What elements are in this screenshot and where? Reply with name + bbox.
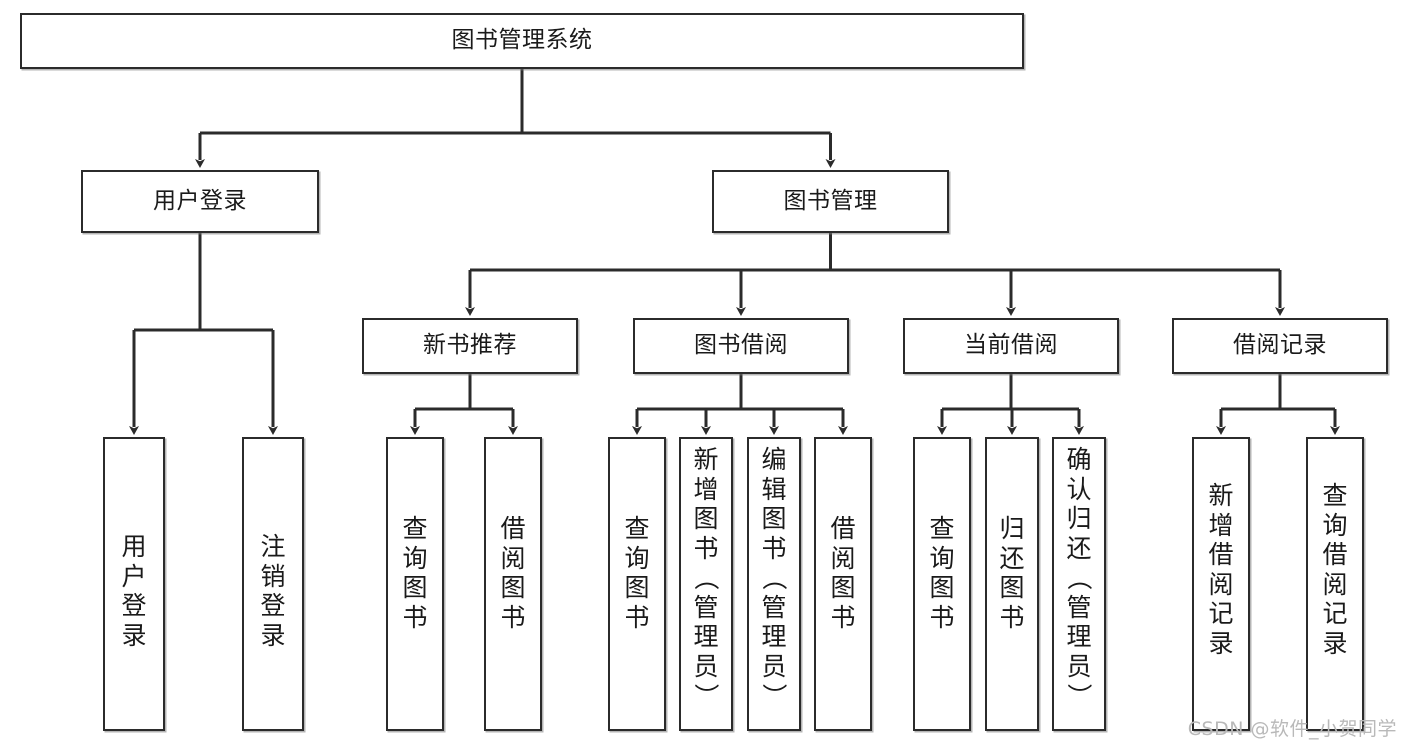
node-label-user-login: 用户登录 [153,187,247,214]
node-label-leaf-query-book-1: 查询图书 [402,514,428,632]
node-label-leaf-logout: 注销登录 [260,532,286,650]
node-borrow-record[interactable]: 借阅记录 [1172,318,1388,374]
node-new-book-recommend[interactable]: 新书推荐 [362,318,578,374]
node-leaf-confirm-return[interactable]: 确认归还（管理员） [1052,437,1106,731]
node-label-leaf-confirm-return: 确认归还（管理员） [1064,445,1094,709]
csdn-watermark: CSDN @软件_小贺同学 [1187,718,1397,740]
node-leaf-logout[interactable]: 注销登录 [242,437,304,731]
node-label-new-book-recommend: 新书推荐 [423,332,517,359]
node-label-book-borrow: 图书借阅 [694,332,788,359]
node-leaf-add-record[interactable]: 新增借阅记录 [1192,437,1250,731]
node-label-leaf-return-book: 归还图书 [999,514,1025,632]
node-user-login[interactable]: 用户登录 [81,170,319,233]
node-leaf-borrow-book-1[interactable]: 借阅图书 [484,437,542,731]
node-label-current-borrow: 当前借阅 [964,332,1058,359]
node-label-leaf-query-book-3: 查询图书 [929,514,955,632]
node-book-borrow[interactable]: 图书借阅 [633,318,849,374]
node-leaf-query-book-2[interactable]: 查询图书 [608,437,666,731]
node-label-leaf-borrow-book-2: 借阅图书 [830,514,856,632]
node-label-leaf-add-book: 新增图书（管理员） [691,445,721,709]
node-current-borrow[interactable]: 当前借阅 [903,318,1119,374]
node-label-leaf-user-login: 用户登录 [121,532,147,650]
node-leaf-borrow-book-2[interactable]: 借阅图书 [814,437,872,731]
node-leaf-query-book-3[interactable]: 查询图书 [913,437,971,731]
node-label-leaf-add-record: 新增借阅记录 [1208,481,1234,658]
node-leaf-add-book[interactable]: 新增图书（管理员） [679,437,733,731]
node-label-leaf-query-record: 查询借阅记录 [1322,481,1348,658]
node-label-leaf-edit-book: 编辑图书（管理员） [759,445,789,709]
node-leaf-user-login[interactable]: 用户登录 [103,437,165,731]
node-label-borrow-record: 借阅记录 [1233,332,1327,359]
node-leaf-edit-book[interactable]: 编辑图书（管理员） [747,437,801,731]
node-book-manage[interactable]: 图书管理 [712,170,949,233]
node-label-root: 图书管理系统 [451,27,593,54]
node-leaf-return-book[interactable]: 归还图书 [985,437,1039,731]
node-label-leaf-borrow-book-1: 借阅图书 [500,514,526,632]
node-label-leaf-query-book-2: 查询图书 [624,514,650,632]
node-label-book-manage: 图书管理 [783,187,878,214]
node-root[interactable]: 图书管理系统 [20,13,1024,69]
node-leaf-query-book-1[interactable]: 查询图书 [386,437,444,731]
node-leaf-query-record[interactable]: 查询借阅记录 [1306,437,1364,731]
